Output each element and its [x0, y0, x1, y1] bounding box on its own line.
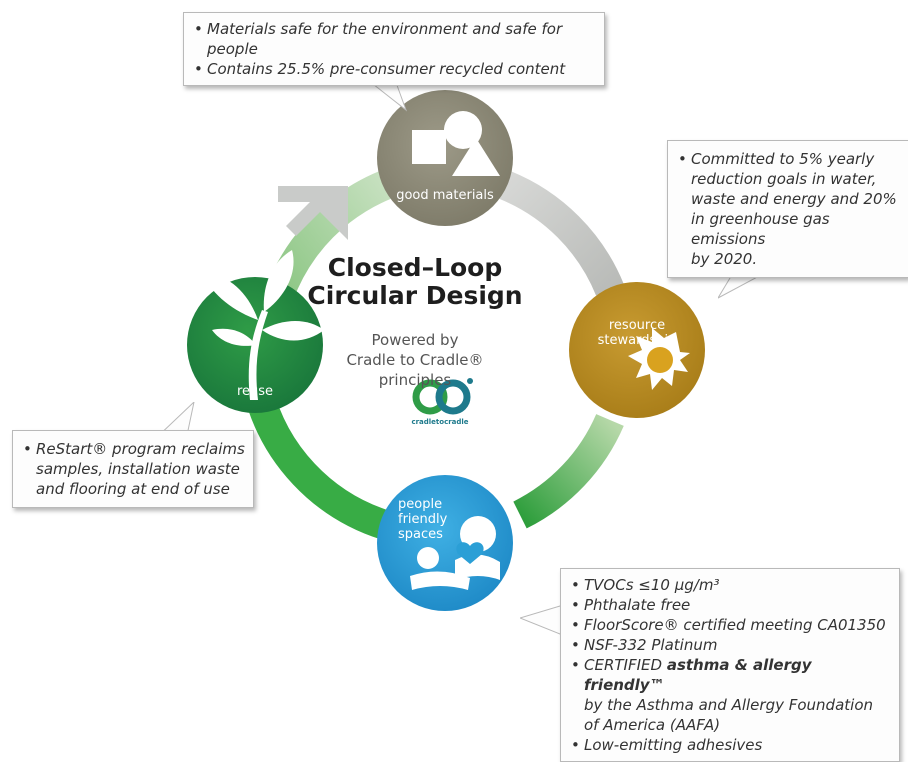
people-label-line-1: people	[398, 497, 443, 512]
people-label-line-2: friendly	[398, 512, 448, 527]
resource-line-4: in greenhouse gas emissions	[691, 210, 830, 248]
ring-arc-top-right	[499, 171, 624, 296]
reuse-callout: ReStart® program reclaims samples, insta…	[12, 430, 254, 508]
people-label-line-3: spaces	[398, 527, 443, 542]
materials-bullet-2: Contains 25.5% pre-consumer recycled con…	[194, 59, 594, 79]
cradle-to-cradle-logo	[412, 378, 473, 415]
title-line-2: Circular Design	[307, 281, 523, 310]
subtitle-line-1: Powered by	[371, 331, 459, 349]
logo-caption: cradletocradle	[411, 418, 469, 426]
reuse-bullet: ReStart® program reclaims samples, insta…	[23, 439, 245, 499]
ring-arc-bottom-right	[513, 413, 624, 529]
resource-line-2: reduction goals in water,	[691, 170, 877, 188]
sprout-icon	[202, 250, 324, 400]
people-bullet-adhesives: Low-emitting adhesives	[571, 735, 891, 755]
title-line-1: Closed–Loop	[327, 253, 503, 282]
ring-arc-bottom-left	[243, 386, 390, 540]
reuse-label: reuse	[236, 384, 274, 399]
materials-bullet-1: Materials safe for the environment and s…	[194, 19, 594, 59]
resource-line-5: by 2020.	[691, 250, 758, 268]
good-materials-label: good materials	[396, 188, 494, 203]
certified-prefix: CERTIFIED	[584, 656, 663, 674]
people-bullet-floorscore: FloorScore® certified meeting CA01350	[571, 615, 891, 635]
resource-label-line-2: stewardship	[597, 333, 677, 348]
sun-icon	[628, 328, 690, 390]
people-callout: TVOCs ≤10 µg/m³ Phthalate free FloorScor…	[560, 568, 900, 762]
subtitle-line-2: Cradle to Cradle®	[346, 351, 484, 369]
people-bullet-nsf: NSF-332 Platinum	[571, 635, 891, 655]
resource-line-1: Committed to 5% yearly	[691, 150, 875, 168]
resource-label-line-1: resource	[608, 318, 666, 333]
people-icon	[410, 516, 500, 590]
people-friendly-label: people friendly spaces	[398, 497, 458, 542]
certified-line-3: of America (AAFA)	[584, 716, 721, 734]
diagram-title: Closed–Loop Circular Design	[305, 254, 525, 310]
people-bullet-certified: CERTIFIED asthma & allergy friendly™ by …	[571, 655, 891, 735]
reuse-line-2: samples, installation waste	[36, 460, 240, 478]
resource-bullet: Committed to 5% yearly reduction goals i…	[678, 149, 900, 269]
people-bullet-tvoc: TVOCs ≤10 µg/m³	[571, 575, 891, 595]
reuse-line-3: and flooring at end of use	[36, 480, 230, 498]
resource-stewardship-label: resource stewardship	[587, 318, 687, 348]
people-bullet-phthalate: Phthalate free	[571, 595, 891, 615]
arrow-mark-icon	[278, 186, 348, 240]
diagram-subtitle: Powered by Cradle to Cradle® principles	[305, 330, 525, 390]
reuse-node	[187, 250, 324, 413]
people-friendly-node	[377, 475, 513, 611]
resource-stewardship-node	[569, 282, 705, 418]
good-materials-node	[377, 90, 513, 226]
certified-line-2: by the Asthma and Allergy Foundation	[584, 696, 873, 714]
reuse-line-1: ReStart® program reclaims	[36, 440, 245, 458]
resource-line-3: waste and energy and 20%	[691, 190, 897, 208]
resource-callout: Committed to 5% yearly reduction goals i…	[667, 140, 908, 278]
subtitle-line-3: principles	[378, 371, 452, 389]
certified-bold: asthma & allergy friendly™	[584, 656, 812, 694]
materials-callout: Materials safe for the environment and s…	[183, 12, 605, 86]
shapes-icon	[412, 111, 500, 176]
